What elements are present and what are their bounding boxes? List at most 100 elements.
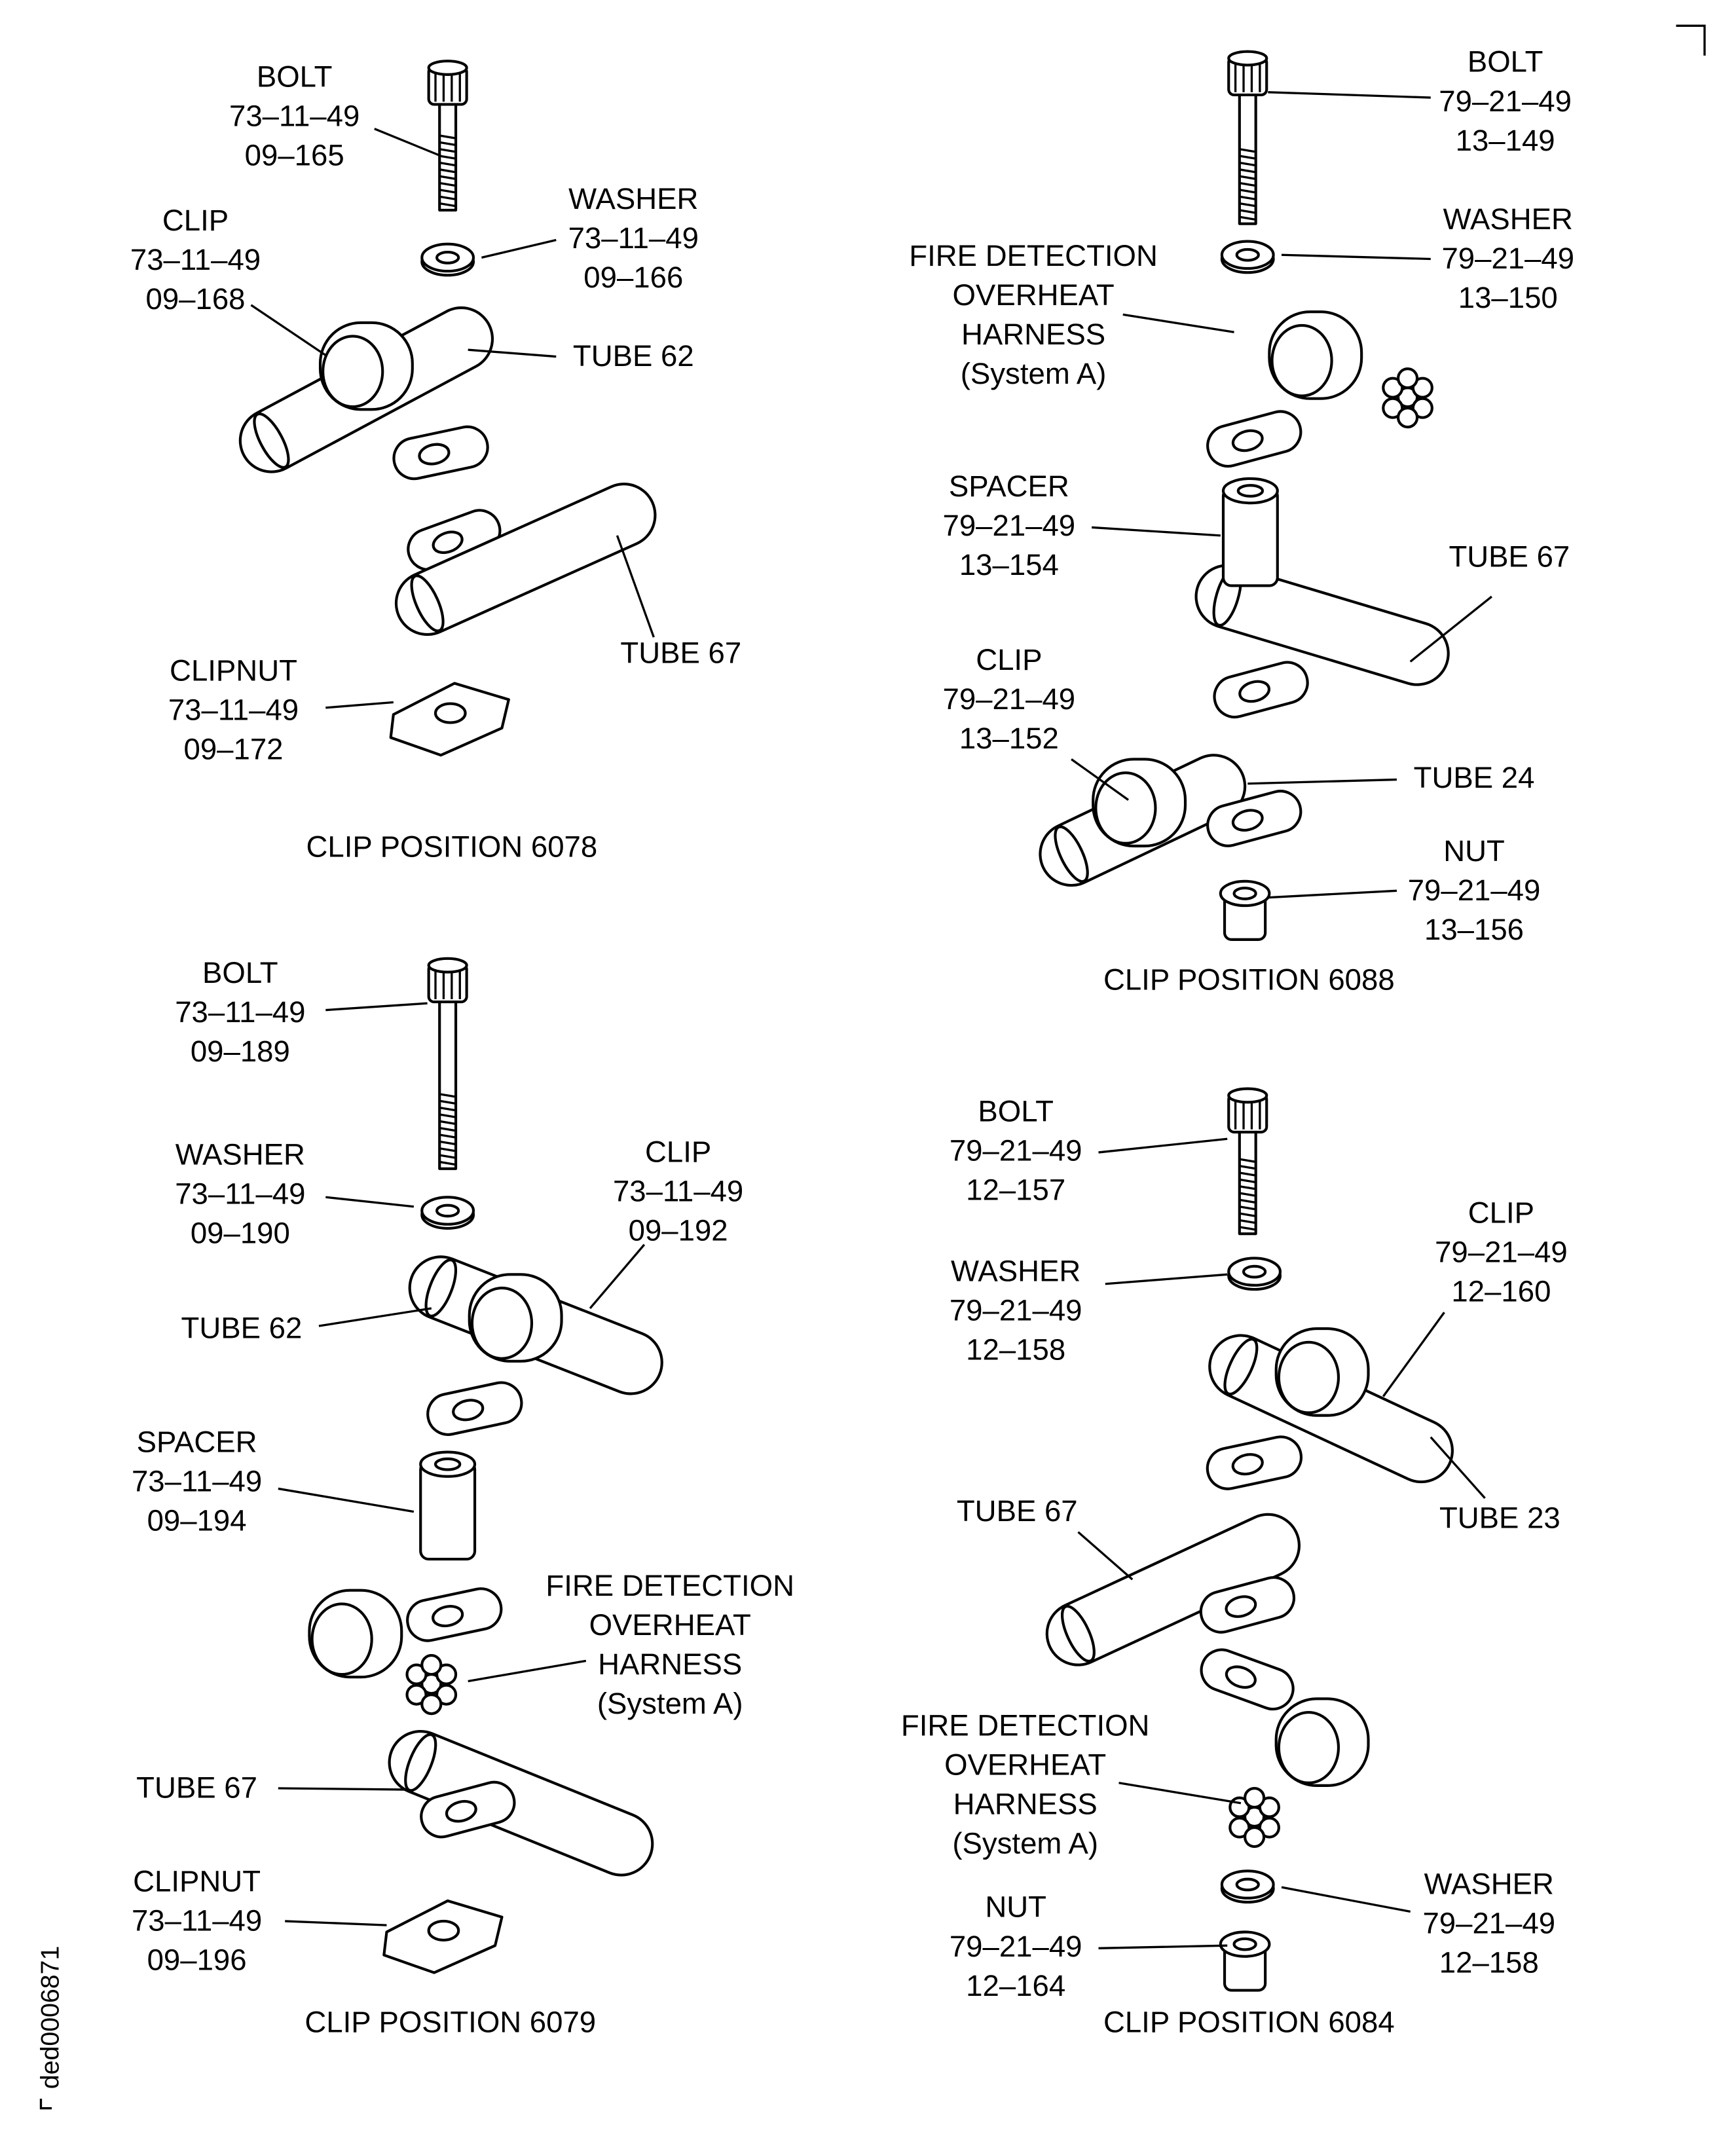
clip-tab-icon <box>420 1780 516 1839</box>
tube67-leader-line <box>278 1787 407 1791</box>
bolt-icon <box>427 60 468 212</box>
bolt-head-top <box>1227 1087 1268 1104</box>
harness-wire <box>405 1683 428 1706</box>
tube62-label-line: TUBE 62 <box>181 1312 303 1345</box>
bolt-thread <box>439 1099 456 1105</box>
figure-id-bracket <box>39 2099 52 2110</box>
spacer-hole <box>1236 484 1265 498</box>
clip-callout: CLIP 79–21–49 12–160 <box>1435 1196 1568 1308</box>
clip-label-line: 12–160 <box>1451 1275 1551 1308</box>
clip-band-opening <box>1270 323 1333 397</box>
clip-band-icon <box>1274 1327 1370 1417</box>
nut-label-line: NUT <box>985 1890 1046 1924</box>
clip-band-icon <box>308 1589 403 1679</box>
nut-label-line: 13–156 <box>1424 913 1524 946</box>
nut-label-line: 79–21–49 <box>1408 874 1541 907</box>
harness-label-line: FIRE DETECTION <box>909 239 1158 272</box>
bolt-leader-line <box>325 1002 428 1012</box>
clipnut-label-line: CLIPNUT <box>170 653 297 687</box>
clipnut-label-line: 73–11–49 <box>132 1904 262 1937</box>
clip-leader-line <box>1071 758 1130 801</box>
harness-wire <box>1397 407 1419 429</box>
bolt-thread <box>439 148 456 153</box>
washer-leader-line <box>481 238 557 259</box>
spacer-label-line: SPACER <box>137 1426 257 1459</box>
tube62-callout: TUBE 62 <box>181 1312 303 1345</box>
clip-label-line: CLIP <box>976 643 1042 676</box>
harness-leader-line <box>1118 1782 1242 1805</box>
tube67-label-line: TUBE 67 <box>957 1494 1078 1528</box>
clip-tab-hole <box>432 530 464 554</box>
clip-label-line: 79–21–49 <box>1435 1236 1568 1269</box>
washer-label-line: WASHER <box>951 1255 1080 1288</box>
tube24-callout: TUBE 24 <box>1414 761 1535 794</box>
harness-label-line: FIRE DETECTION <box>545 1569 794 1602</box>
bolt-leader-line <box>1268 91 1431 99</box>
washer-label-line: WASHER <box>1443 202 1573 236</box>
washer-hole <box>435 1204 460 1218</box>
clip-tab-icon <box>1200 1648 1295 1711</box>
bolt-thread <box>439 1154 456 1159</box>
washer-hole <box>1235 248 1260 262</box>
tube67-leader-line <box>1409 595 1492 663</box>
nut-leader-line <box>1098 1944 1228 1949</box>
clip-band-opening <box>1277 1340 1340 1414</box>
bolt-thread <box>439 1133 456 1139</box>
clip-tab-hole <box>1225 1595 1257 1618</box>
bolt-icon <box>427 957 468 1170</box>
bolt-label-line: 73–11–49 <box>175 995 305 1029</box>
clip-tab-icon <box>1206 790 1302 847</box>
washer-icon <box>420 242 475 277</box>
tube-end <box>410 574 445 633</box>
harness-label-line: FIRE DETECTION <box>901 1708 1150 1742</box>
figure-id: ded0006871 <box>35 1946 64 2089</box>
tube67-callout: TUBE 67 <box>1449 540 1570 573</box>
washer2-label-line: WASHER <box>1424 1867 1554 1901</box>
harness-label-line: OVERHEAT <box>589 1608 751 1642</box>
bolt-label-line: 73–11–49 <box>229 100 360 133</box>
tube67-leader-line <box>616 535 655 638</box>
tube62-callout: TUBE 62 <box>573 339 694 373</box>
clipnut-leader-line <box>285 1920 387 1926</box>
clip-label-line: CLIP <box>1468 1196 1534 1230</box>
tube62-leader-line <box>318 1307 432 1327</box>
harness-leader-line <box>1122 313 1234 333</box>
bolt-thread <box>439 1106 456 1112</box>
clip-tab-hole <box>445 1799 477 1823</box>
washer-label-line: 73–11–49 <box>568 221 699 255</box>
clipnut-hole <box>434 702 467 724</box>
harness-label-line: HARNESS <box>953 1787 1098 1820</box>
washer-icon <box>1220 240 1275 274</box>
tube67-label-line: TUBE 67 <box>1449 540 1570 573</box>
bolt-thread <box>1239 195 1256 201</box>
bolt-thread <box>1239 161 1256 167</box>
spacer-icon <box>419 1450 477 1561</box>
harness-wire <box>420 1654 443 1676</box>
clip-band-opening <box>1277 1710 1340 1784</box>
harness-label-line: (System A) <box>961 357 1107 390</box>
harness-wire <box>1228 1816 1251 1839</box>
harness-label-line: (System A) <box>952 1826 1098 1860</box>
spacer-hole <box>434 1457 462 1471</box>
clip-tab-icon <box>1199 1576 1296 1634</box>
spacer-icon <box>1221 477 1279 587</box>
clip-label-line: 09–168 <box>146 282 246 316</box>
clip-label-line: 73–11–49 <box>130 243 261 276</box>
clip-label-line: 09–192 <box>629 1214 728 1247</box>
bolt-thread <box>439 1160 456 1166</box>
tube-end <box>424 1259 458 1317</box>
bolt-label-line: BOLT <box>202 956 278 989</box>
tube67-label-line: TUBE 67 <box>620 636 741 669</box>
tube-end <box>1054 825 1089 883</box>
tube-end <box>1223 1338 1259 1396</box>
tube67-leader-line <box>1077 1531 1134 1581</box>
